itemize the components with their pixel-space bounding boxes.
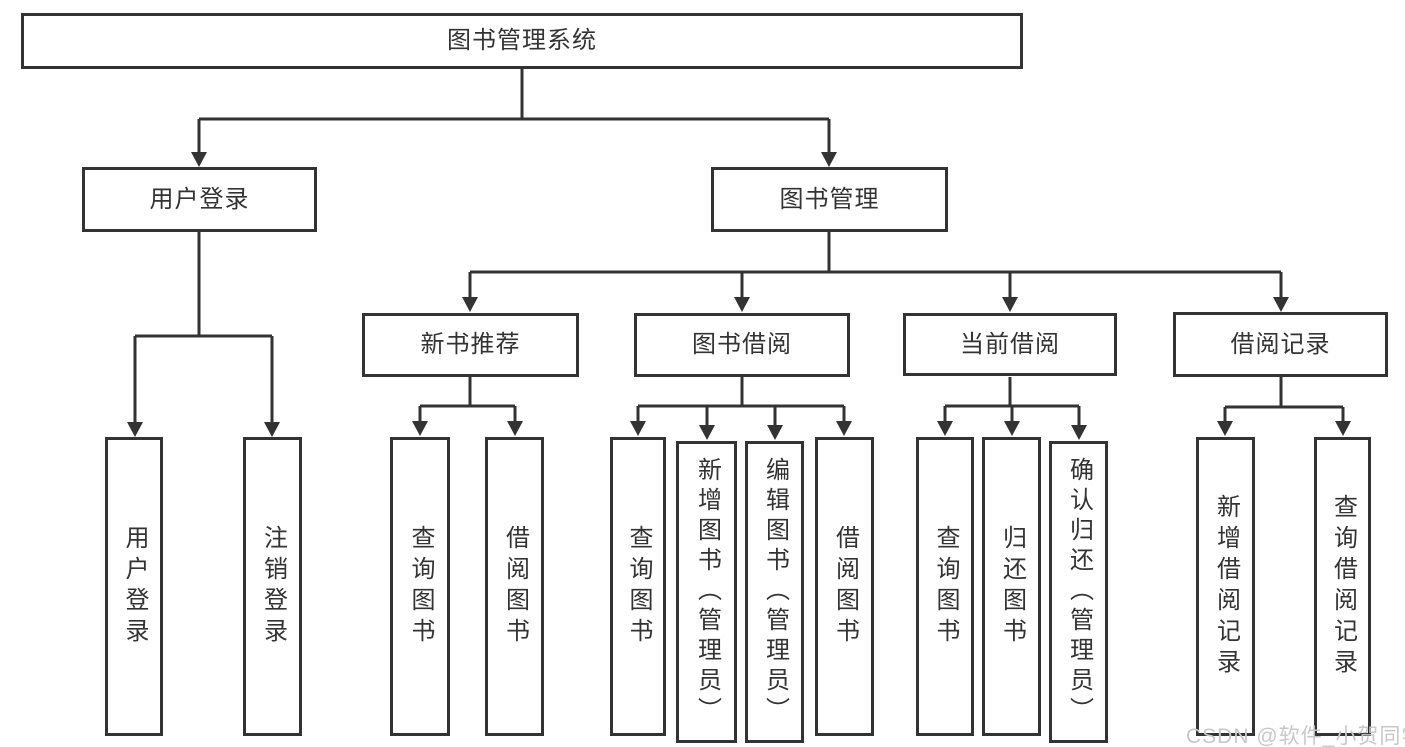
leaf-borrow-books: 借阅图书 <box>485 437 544 736</box>
leaf-add-borrow-record: 新增借阅记录 <box>1196 437 1255 736</box>
leaf-confirm-return-admin: 确认归还（管理员） <box>1049 441 1108 743</box>
node-new-book-recommendation: 新书推荐 <box>362 313 579 377</box>
leaf-user-login: 用户登录 <box>105 437 163 736</box>
watermark-text: CSDN @软件_小贺同学 <box>1186 725 1405 747</box>
arrowhead <box>191 152 207 167</box>
leaf-query-books: 查询图书 <box>390 437 450 736</box>
arrowhead <box>836 421 852 436</box>
arrowhead <box>734 297 750 312</box>
connector-path <box>133 69 1345 428</box>
leaf-return-books: 归还图书 <box>982 437 1041 736</box>
arrowhead <box>462 297 478 312</box>
leaf-add-books-admin: 新增图书（管理员） <box>676 441 737 743</box>
arrowhead <box>821 152 837 167</box>
leaf-query-books-3: 查询图书 <box>916 437 974 736</box>
node-user-login: 用户登录 <box>82 167 317 232</box>
arrowhead <box>127 422 143 437</box>
arrowhead <box>507 421 523 436</box>
node-book-borrowing: 图书借阅 <box>634 313 850 377</box>
arrowhead <box>1273 297 1289 312</box>
arrowhead <box>1002 297 1018 312</box>
arrowhead <box>412 421 428 436</box>
arrowhead <box>1004 421 1020 436</box>
arrowhead <box>937 421 953 436</box>
leaf-query-borrow-record: 查询借阅记录 <box>1314 437 1371 736</box>
arrowhead <box>264 422 280 437</box>
arrowhead <box>767 425 783 440</box>
arrowhead <box>699 425 715 440</box>
leaf-borrow-books-2: 借阅图书 <box>815 437 874 736</box>
node-library-management-system: 图书管理系统 <box>21 13 1023 69</box>
arrowhead <box>1335 421 1351 436</box>
node-current-borrowing: 当前借阅 <box>903 313 1117 376</box>
node-borrowing-records: 借阅记录 <box>1173 312 1388 377</box>
leaf-query-books-2: 查询图书 <box>610 437 666 736</box>
leaf-logout: 注销登录 <box>243 437 302 736</box>
arrowhead <box>630 421 646 436</box>
leaf-edit-books-admin: 编辑图书（管理员） <box>745 441 804 743</box>
arrowhead <box>1071 425 1087 440</box>
node-book-management: 图书管理 <box>711 167 948 232</box>
arrowhead <box>1217 421 1233 436</box>
